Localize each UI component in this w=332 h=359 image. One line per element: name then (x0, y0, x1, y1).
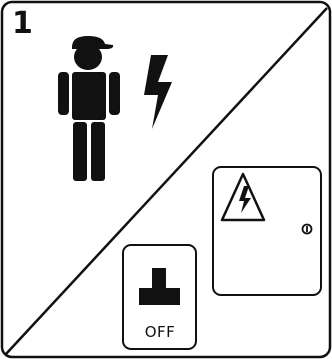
electrical-cabinet-icon (213, 167, 321, 295)
lightning-bolt-icon (144, 55, 172, 129)
step-number: 1 (12, 6, 33, 42)
switch-state-label: OFF (124, 323, 196, 341)
worker-icon (58, 36, 120, 181)
keyhole-icon (303, 225, 312, 234)
